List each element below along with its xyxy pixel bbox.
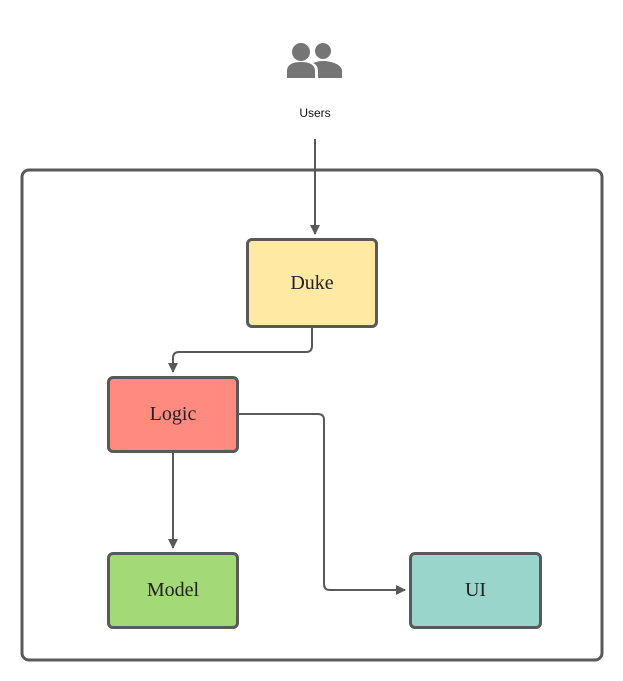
system-boundary <box>20 168 604 662</box>
edge-duke-to-logic <box>168 328 313 373</box>
logic-label: Logic <box>149 403 197 425</box>
users-label: Users <box>299 106 331 120</box>
logic-node: Logic <box>107 376 239 453</box>
model-node: Model <box>107 552 239 629</box>
duke-node: Duke <box>246 238 378 328</box>
model-label: Model <box>146 579 200 601</box>
duke-label: Duke <box>290 271 334 294</box>
ui-node: UI <box>409 552 542 629</box>
users-icon <box>287 43 342 78</box>
ui-label: UI <box>464 579 487 601</box>
edge-logic-to-ui <box>239 413 406 595</box>
